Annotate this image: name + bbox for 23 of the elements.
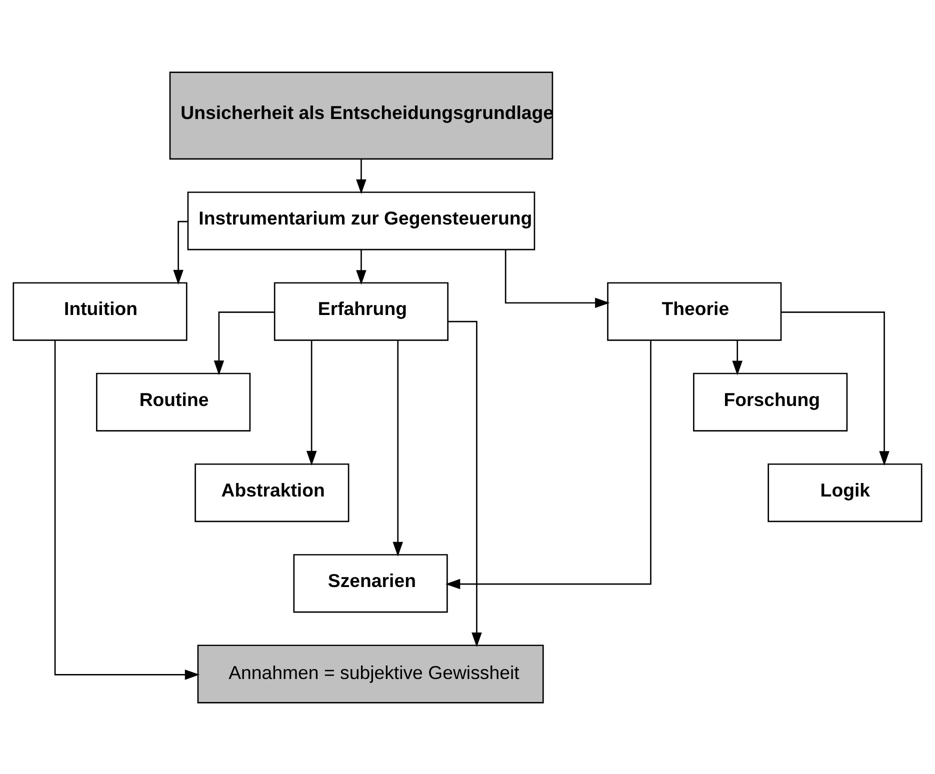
arrow (445, 340, 652, 589)
node-box: Routine (96, 372, 251, 431)
arrow (448, 320, 482, 647)
node-box: Annahmen = subjektive Gewissheit (197, 644, 544, 703)
arrow (504, 249, 610, 308)
arrow (173, 220, 188, 284)
node-box: Forschung (693, 372, 848, 431)
node-box: Logik (768, 462, 922, 522)
arrow (732, 340, 742, 375)
arrow (54, 340, 200, 680)
arrow (782, 311, 890, 466)
node-box: Instrumentarium zur Gegensteuerung (187, 191, 536, 250)
arrow (356, 249, 366, 284)
node-box: Erfahrung (274, 282, 449, 340)
arrow (392, 340, 403, 556)
node-box: Theorie (607, 282, 782, 340)
arrow (356, 158, 366, 194)
node-box: Unsicherheit als Entscheidungsgrundlage (169, 71, 554, 160)
arrow (214, 311, 274, 375)
node-box: Intuition (12, 282, 188, 340)
arrow (306, 340, 317, 466)
node-box: Abstraktion (194, 462, 350, 522)
node-box: Szenarien (293, 554, 448, 612)
